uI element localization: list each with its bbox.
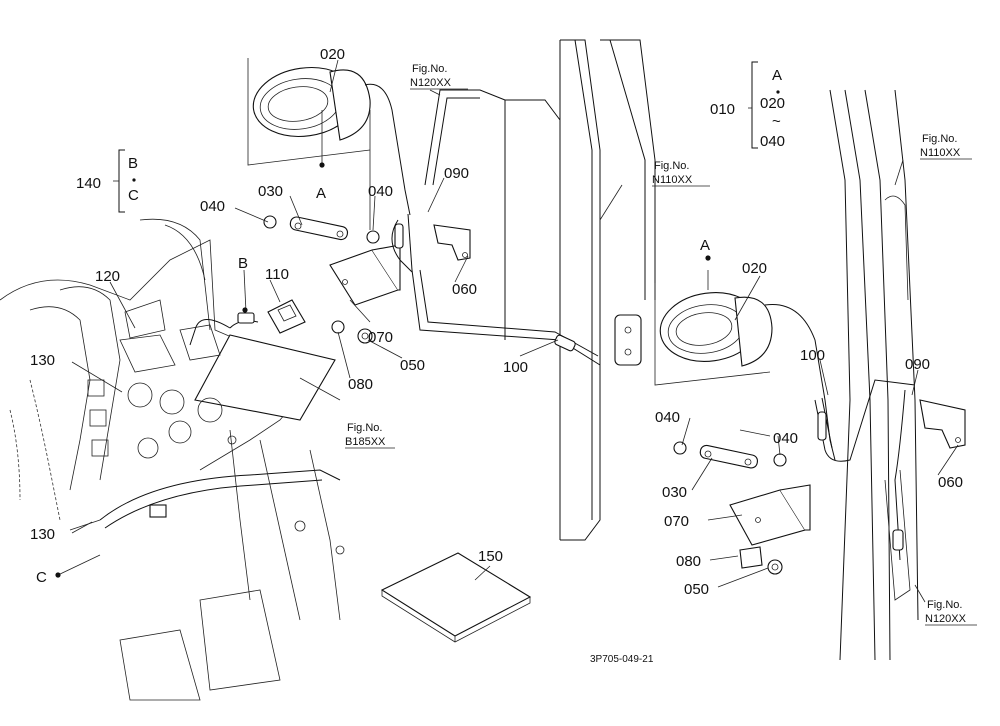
callout-040-top-left: 040 [200,198,225,215]
fig-ref-n120-bottom-l2: N120XX [925,613,967,625]
cab-pillar-right [829,89,919,661]
fig-ref-n110-right-l2: N110XX [920,147,961,159]
callout-070-top: 070 [368,329,393,346]
group-010-top: A [772,67,782,84]
group-140-bottom: C [128,187,139,204]
group-labels: A 020 ~ 040 B C [128,67,785,204]
fig-ref-b185-l1: Fig.No. [347,422,382,434]
callout-070-right: 070 [664,513,689,530]
fig-ref-n110-right-l1: Fig.No. [922,133,957,145]
fig-ref-labels: Fig.No. N120XX Fig.No. N110XX Fig.No. N1… [345,63,967,625]
point-b: B [238,255,248,272]
group-140-top: B [128,155,138,172]
callout-020-top: 020 [320,46,345,63]
callout-080-right: 080 [676,553,701,570]
callout-040-top-right: 040 [368,183,393,200]
callout-080-top: 080 [348,376,373,393]
callout-010: 010 [710,101,735,118]
point-labels: A A B C [36,185,710,586]
cab-pillar-center [504,39,656,541]
fig-ref-n120-top-l1: Fig.No. [412,63,447,75]
callout-130-bottom: 130 [30,526,55,543]
callout-140: 140 [76,175,101,192]
callout-090-right: 090 [905,356,930,373]
callout-130-top: 130 [30,352,55,369]
callout-120: 120 [95,268,120,285]
group-bracket-010 [748,61,758,149]
callout-050-top: 050 [400,357,425,374]
callout-030-right: 030 [662,484,687,501]
point-dots [55,162,711,578]
callout-050-right: 050 [684,581,709,598]
fig-ref-n110-mid-l1: Fig.No. [654,160,689,172]
work-lamp-top [247,58,411,230]
lamp-bracket-right [673,399,966,575]
group-010-sep: ~ [772,113,781,130]
switch-110 [189,299,306,346]
manual-booklet [380,552,532,643]
drawing-code: 3P705-049-21 [590,654,654,665]
callout-040-right-right: 040 [773,430,798,447]
fig-ref-b185-l2: B185XX [345,436,386,448]
leader-lines [57,59,959,603]
harness-right [814,379,916,561]
callout-060-right: 060 [938,474,963,491]
callout-090-top: 090 [444,165,469,182]
callout-020-right: 020 [742,260,767,277]
lamp-bracket-top [263,215,471,344]
callout-labels: 020 020 010 140 040 030 040 090 060 070 … [30,46,963,598]
callout-100-right: 100 [800,347,825,364]
callout-040-right-left: 040 [655,409,680,426]
callout-110: 110 [265,266,289,283]
callout-100-top: 100 [503,359,528,376]
point-a-right: A [700,237,710,254]
group-bracket-140 [113,149,125,213]
fig-ref-underlines [345,88,977,626]
callout-030-top: 030 [258,183,283,200]
fig-ref-n110-mid-l2: N110XX [652,174,693,186]
group-010-mid: 020 [760,95,785,112]
harness-top [391,89,601,366]
point-a-top: A [316,185,326,202]
callout-060-top: 060 [452,281,477,298]
callout-150: 150 [478,548,503,565]
group-010-bottom: 040 [760,133,785,150]
work-lamp-right [654,283,836,461]
point-c: C [36,569,47,586]
dashboard-assembly [0,218,345,701]
fig-ref-n120-top-l2: N120XX [410,77,452,89]
fig-ref-n120-bottom-l1: Fig.No. [927,599,962,611]
